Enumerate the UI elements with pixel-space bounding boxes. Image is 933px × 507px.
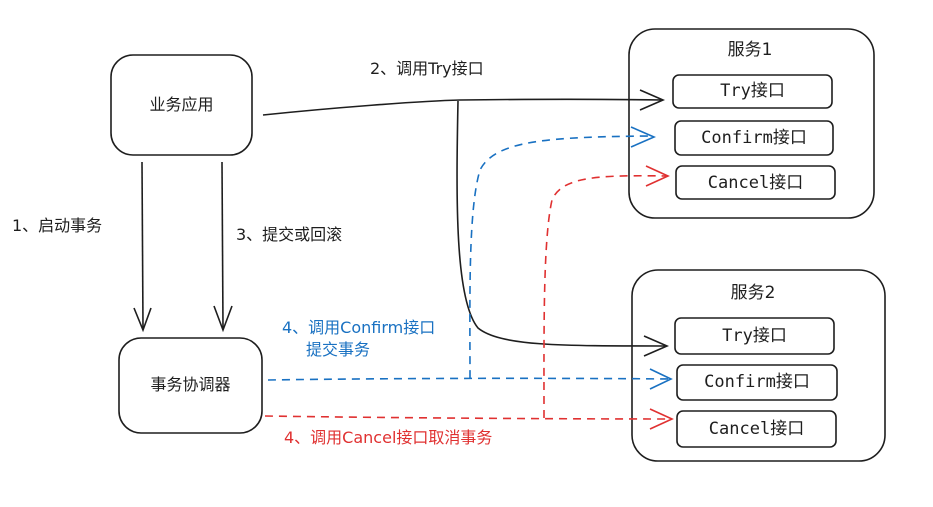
edge-label-start-tx: 1、启动事务: [12, 216, 103, 235]
confirm-s1-arrowhead: [630, 126, 657, 148]
coordinator-box: [118, 337, 263, 434]
edge-label-confirm-line1: 4、调用Confirm接口: [282, 318, 436, 337]
service2-cancel-box: [676, 410, 837, 448]
service2-cancel-label: Cancel接口: [708, 419, 805, 439]
service1-try-box: [672, 74, 833, 109]
cancel-s2-arrow: [264, 415, 673, 420]
edge-label-call-try: 2、调用Try接口: [370, 59, 484, 78]
service2-confirm-box: [676, 364, 838, 401]
service1-confirm-label: Confirm接口: [701, 128, 807, 148]
service1-cancel-box: [675, 165, 836, 200]
cancel-s1-arrowhead: [645, 165, 670, 187]
service1-try-label: Try接口: [720, 81, 785, 101]
service2-confirm-label: Confirm接口: [704, 372, 810, 392]
cancel-s1-arrow: [543, 174, 669, 419]
edge-label-cancel: 4、调用Cancel接口取消事务: [284, 428, 493, 447]
commit-rollback-arrow: [221, 161, 224, 329]
confirm-s2-arrowhead: [649, 368, 673, 390]
call-try-s2-arrow: [456, 100, 667, 347]
service2-title: 服务2: [730, 283, 776, 303]
call-try-s1-arrowhead: [639, 89, 666, 111]
service1-title: 服务1: [727, 40, 773, 60]
service2-try-label: Try接口: [722, 326, 787, 346]
service1-cancel-label: Cancel接口: [707, 173, 804, 193]
app-label: 业务应用: [149, 95, 214, 114]
edge-label-commit-rollback: 3、提交或回滚: [236, 225, 343, 244]
call-try-s2-arrowhead: [643, 335, 670, 357]
start-tx-arrow: [141, 161, 144, 329]
commit-rollback-arrowhead: [213, 305, 233, 333]
service1-confirm-box: [674, 120, 834, 156]
service2-try-box: [674, 317, 835, 355]
service2-box: [631, 269, 886, 462]
coordinator-label: 事务协调器: [150, 375, 231, 394]
app-box: [110, 54, 253, 156]
edge-label-confirm-line2: 提交事务: [306, 340, 371, 359]
service1-box: [628, 28, 875, 219]
confirm-s1-arrow: [469, 135, 651, 379]
confirm-s2-arrow: [267, 377, 671, 381]
start-tx-arrowhead: [133, 307, 152, 333]
call-try-s1-arrow: [262, 98, 663, 116]
cancel-s2-arrowhead: [649, 408, 674, 430]
